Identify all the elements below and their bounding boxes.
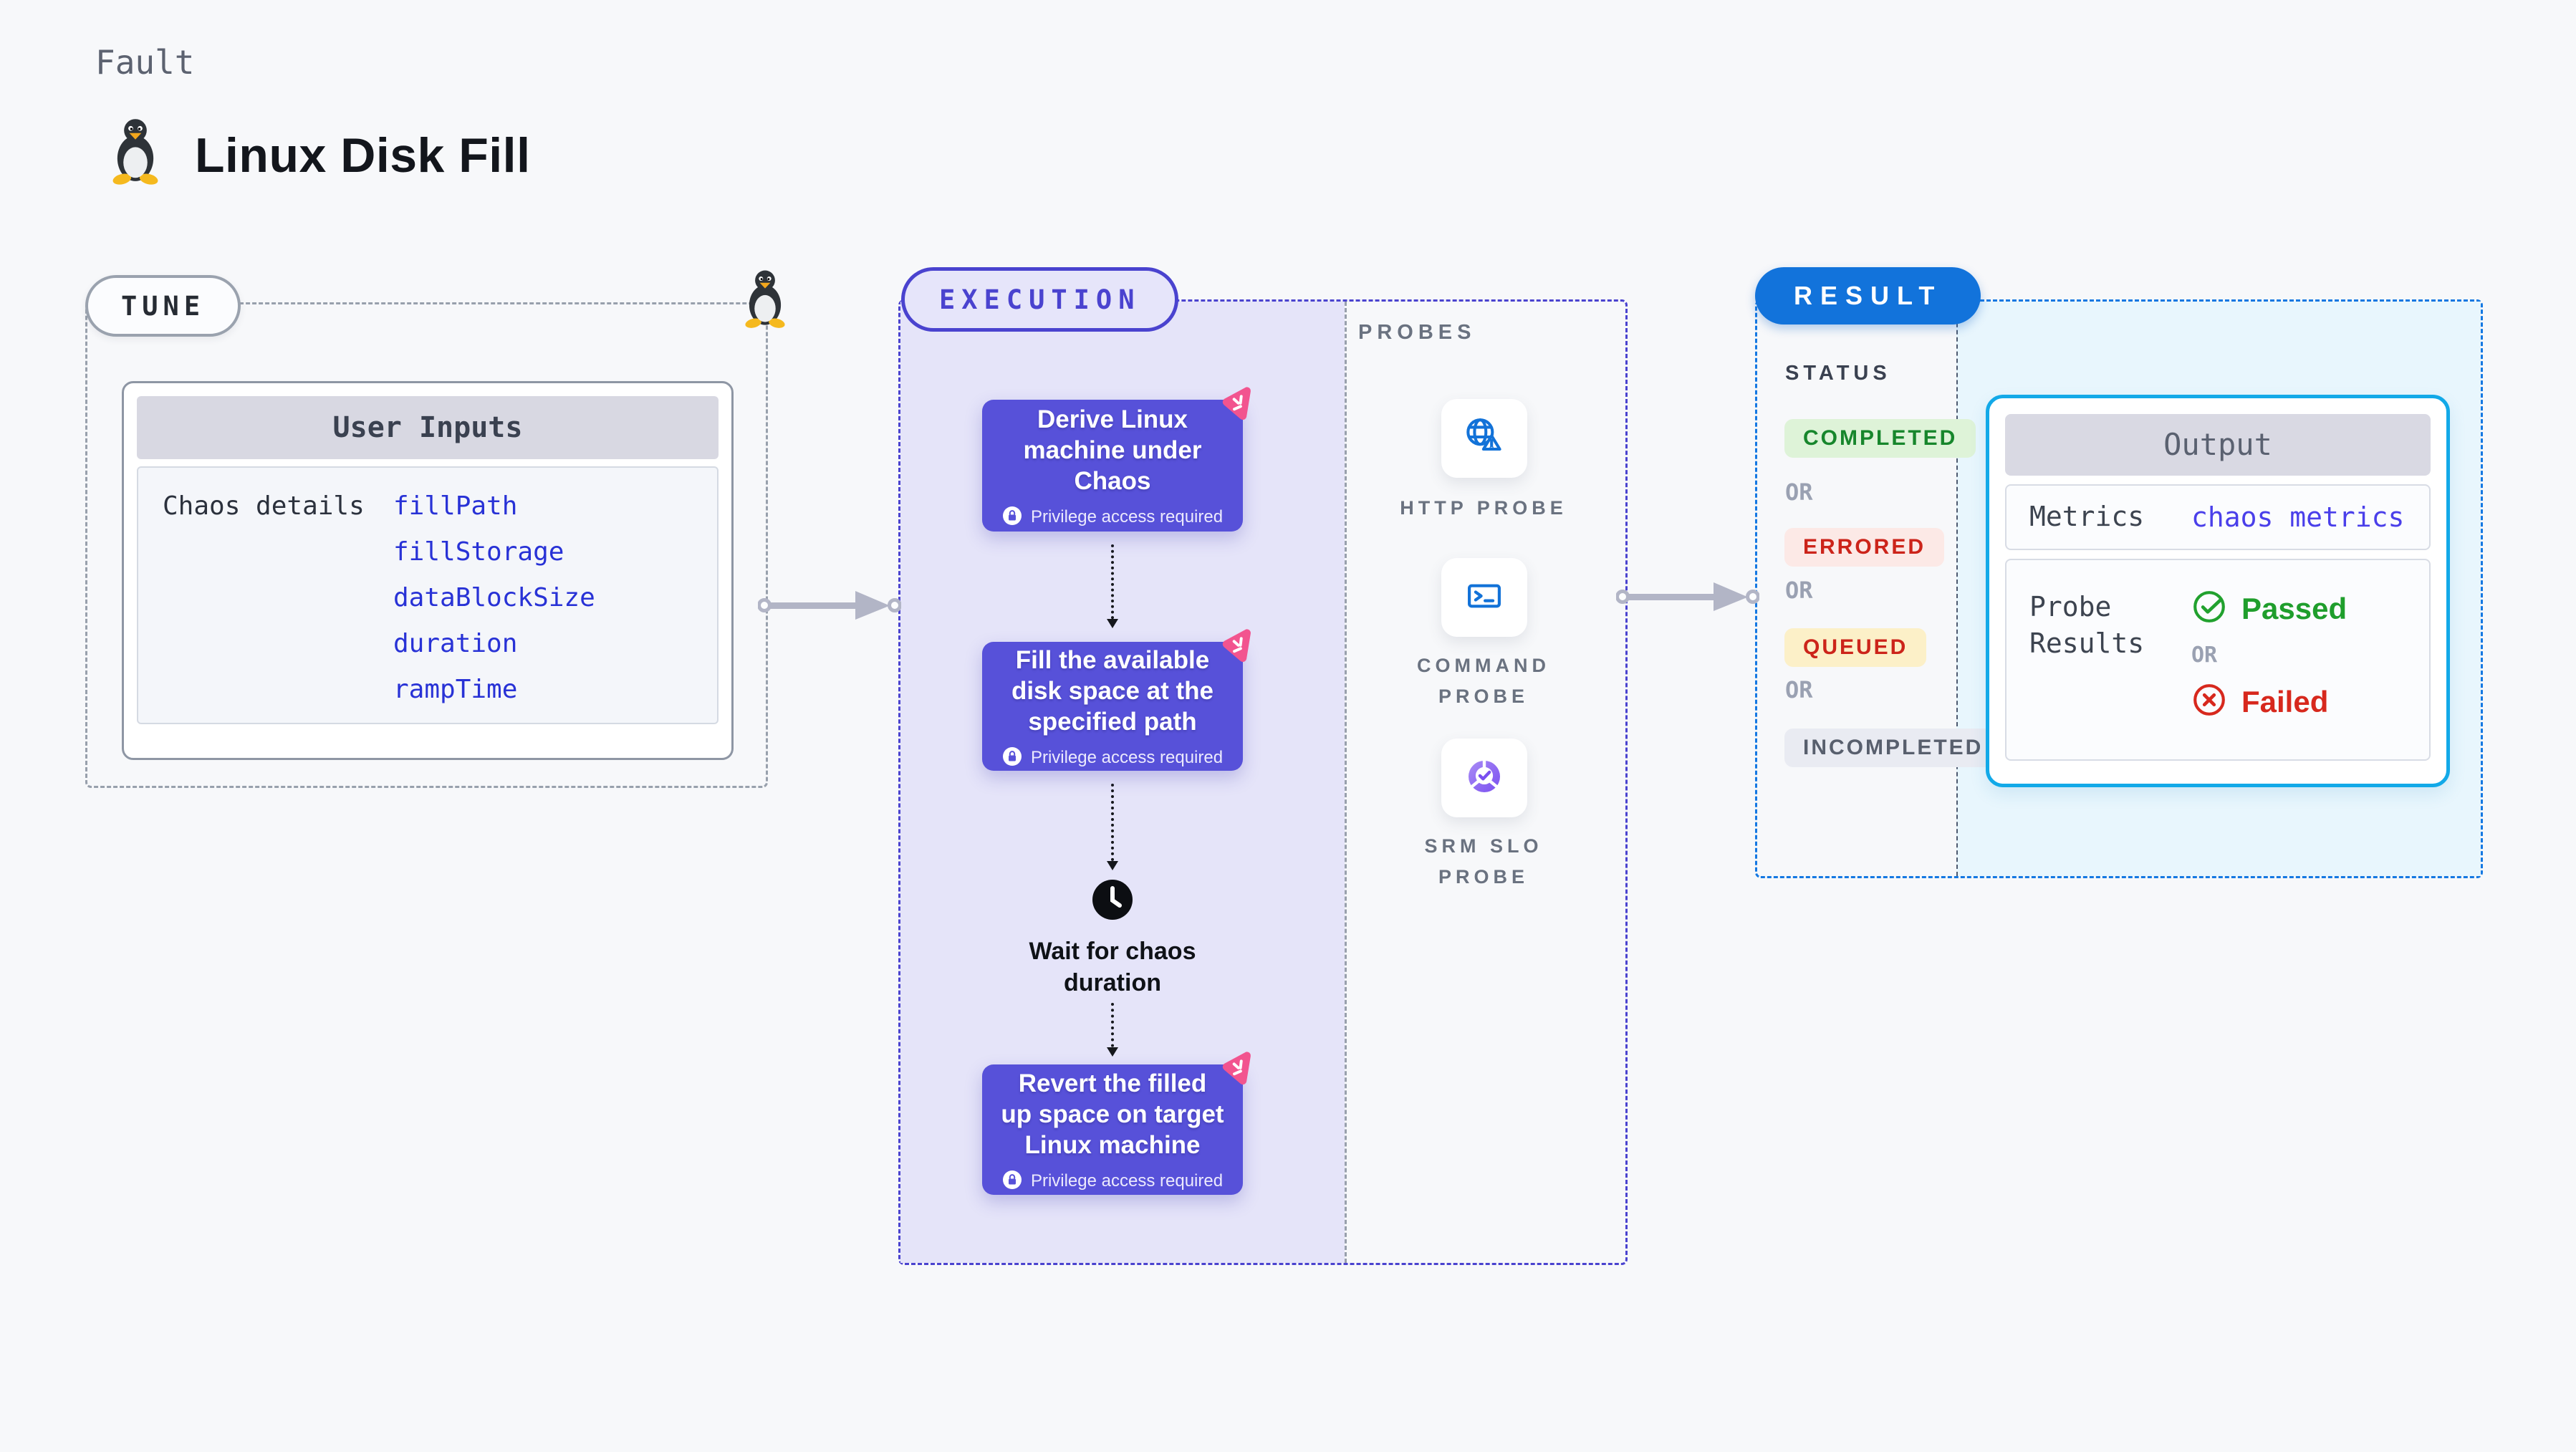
probe-results-row: Probe Results Passed OR bbox=[2005, 559, 2431, 761]
privilege-note: Privilege access required bbox=[1030, 1171, 1224, 1191]
chaos-details-label: Chaos details bbox=[163, 491, 365, 521]
donut-check-icon bbox=[1461, 753, 1508, 804]
failed-row: Failed bbox=[2191, 682, 2347, 721]
lock-icon bbox=[1002, 746, 1022, 770]
or-label: OR bbox=[2191, 643, 2218, 668]
failed-label: Failed bbox=[2241, 684, 2329, 718]
lock-icon bbox=[1002, 1170, 1022, 1193]
globe-warning-icon bbox=[1460, 413, 1509, 465]
tune-section-pill: TUNE bbox=[85, 275, 241, 337]
chaos-metrics-link[interactable]: chaos metrics bbox=[2191, 501, 2405, 533]
linux-tux-icon bbox=[106, 115, 165, 186]
page-title: Linux Disk Fill bbox=[195, 128, 531, 183]
output-title: Output bbox=[2005, 414, 2431, 476]
tune-to-execution-arrow-icon bbox=[757, 590, 902, 625]
execution-to-result-arrow-icon bbox=[1615, 581, 1760, 616]
execution-probes-divider bbox=[1345, 302, 1347, 1263]
tunable-link-ramptime[interactable]: rampTime bbox=[393, 675, 518, 704]
result-divider bbox=[1956, 302, 1958, 876]
status-badge-queued: QUEUED bbox=[1784, 628, 1927, 667]
probes-heading: PROBES bbox=[1358, 321, 1476, 344]
passed-label: Passed bbox=[2241, 591, 2347, 625]
http-probe-label: HTTP PROBE bbox=[1400, 497, 1567, 519]
tunable-link-datablocksize[interactable]: dataBlockSize bbox=[393, 583, 595, 612]
command-probe-tile bbox=[1441, 558, 1527, 637]
step-card-derive-machine: Derive Linux machine under Chaos Privile… bbox=[982, 387, 1251, 532]
execution-section-pill: EXECUTION bbox=[901, 267, 1179, 332]
step-title: Derive Linux machine under Chaos bbox=[1023, 405, 1202, 495]
privilege-note: Privilege access required bbox=[1030, 748, 1224, 768]
privilege-row: Privilege access required bbox=[1002, 1170, 1223, 1193]
status-heading: STATUS bbox=[1785, 362, 1891, 385]
chaos-icon bbox=[1217, 385, 1256, 425]
result-section-pill: RESULT bbox=[1755, 267, 1981, 324]
srm-slo-probe-label: SRM SLO PROBE bbox=[1424, 835, 1543, 888]
user-inputs-body: Chaos details fillPath fillStorage dataB… bbox=[137, 466, 719, 724]
x-circle-icon bbox=[2191, 682, 2227, 721]
flow-arrow-down-icon bbox=[1107, 784, 1118, 870]
command-probe-label: COMMAND PROBE bbox=[1417, 655, 1550, 708]
probe-results-label: Probe Results bbox=[2029, 591, 2145, 660]
status-badge-errored: ERRORED bbox=[1784, 528, 1945, 567]
privilege-row: Privilege access required bbox=[1002, 506, 1223, 529]
or-label: OR bbox=[1785, 479, 1813, 506]
check-circle-icon bbox=[2191, 589, 2227, 628]
http-probe-tile bbox=[1441, 399, 1527, 478]
user-inputs-card: User Inputs Chaos details fillPath fillS… bbox=[122, 381, 734, 760]
srm-slo-probe-tile bbox=[1441, 739, 1527, 817]
passed-row: Passed bbox=[2191, 589, 2347, 628]
clock-icon bbox=[1091, 878, 1134, 921]
user-inputs-title: User Inputs bbox=[137, 396, 719, 459]
status-badge-completed: COMPLETED bbox=[1784, 419, 1976, 458]
step-card-revert-space: Revert the filled up space on target Lin… bbox=[982, 1052, 1251, 1195]
flow-arrow-down-icon bbox=[1107, 1003, 1118, 1057]
tunable-link-fillpath[interactable]: fillPath bbox=[393, 491, 518, 521]
metrics-label: Metrics bbox=[2029, 501, 2145, 533]
probe-results-values: Passed OR Failed bbox=[2191, 589, 2347, 759]
tune-section bbox=[85, 302, 768, 788]
tunable-list: fillPath fillStorage dataBlockSize durat… bbox=[393, 484, 595, 723]
fault-kicker: Fault bbox=[95, 43, 195, 82]
or-label: OR bbox=[1785, 676, 1813, 703]
chaos-icon bbox=[1217, 1050, 1256, 1090]
tunable-link-fillstorage[interactable]: fillStorage bbox=[393, 537, 564, 567]
linux-tux-icon bbox=[739, 265, 791, 331]
chaos-icon bbox=[1217, 628, 1256, 667]
privilege-note: Privilege access required bbox=[1030, 507, 1224, 527]
output-card: Output Metrics chaos metrics Probe Resul… bbox=[1986, 395, 2450, 787]
step-title: Revert the filled up space on target Lin… bbox=[1001, 1069, 1224, 1159]
or-label: OR bbox=[1785, 577, 1813, 604]
lock-icon bbox=[1002, 506, 1022, 529]
step-card-fill-disk: Fill the available disk space at the spe… bbox=[982, 629, 1251, 771]
privilege-row: Privilege access required bbox=[1002, 746, 1223, 770]
status-badge-incompleted: INCOMPLETED bbox=[1784, 729, 2002, 767]
terminal-icon bbox=[1461, 572, 1508, 623]
wait-duration-label: Wait for chaos duration bbox=[1029, 938, 1196, 997]
flow-arrow-down-icon bbox=[1107, 544, 1118, 628]
step-title: Fill the available disk space at the spe… bbox=[1011, 646, 1214, 736]
tunable-link-duration[interactable]: duration bbox=[393, 629, 518, 658]
metrics-row: Metrics chaos metrics bbox=[2005, 484, 2431, 550]
